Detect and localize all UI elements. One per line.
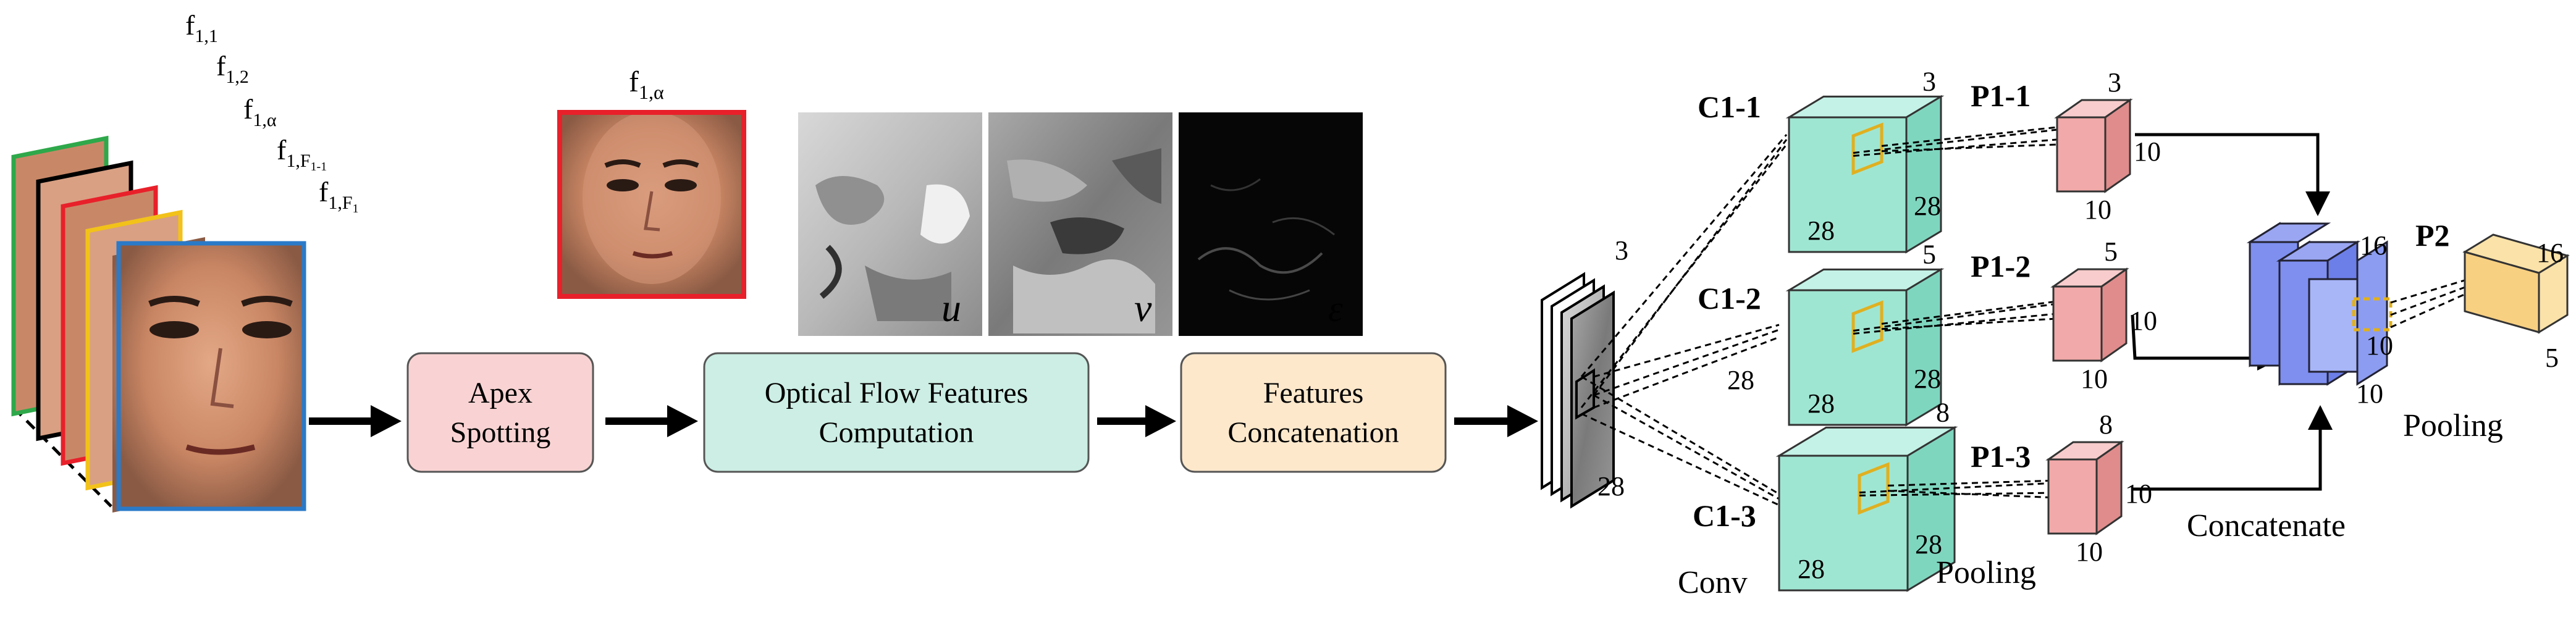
apex-frame: f1,α [557, 65, 746, 299]
frame-stack: f1,1 f1,2 f1,αf1,F1-1f1,F1 [11, 9, 359, 513]
conv-name-3: C1-3 [1693, 498, 1756, 533]
flow-epsilon-symbol: ε [1328, 288, 1343, 329]
conv-w-2: 28 [1914, 364, 1941, 394]
conv-to-pool-lines-1 [1853, 126, 2058, 157]
cnn-input-depth: 3 [1615, 235, 1628, 266]
pipeline: Apex Spotting Optical Flow Features Comp… [309, 352, 1538, 473]
concatenation-box: Features Concatenation [1180, 352, 1447, 473]
cnn-input-size: 28 [1597, 471, 1625, 501]
conv-block-c1-2: C1-2 5 28 28 28 [1698, 239, 2058, 427]
p2-w: 5 [2545, 343, 2559, 373]
stack-dash [12, 406, 112, 508]
p2-block: P2 16 5 [2415, 218, 2570, 373]
concatenate-label: Concatenate [2187, 508, 2346, 543]
conv-to-pool-lines-2 [1853, 300, 2058, 335]
pool-block-p1-3: P1-3 8 10 10 [1971, 409, 2152, 567]
flow-v-image: v [988, 112, 1172, 336]
pool-h-1: 10 [2084, 195, 2111, 225]
apex-spotting-line1: Apex [468, 377, 532, 409]
flow-u-image: u [798, 112, 982, 336]
frame-label-3: f1,α [243, 93, 277, 130]
concat-line1: Features [1263, 377, 1364, 409]
frame-5 [112, 237, 306, 513]
conv-name-2: C1-2 [1698, 281, 1761, 316]
optical-flow-line1: Optical Flow Features [765, 377, 1029, 409]
conv-h-1: 28 [1808, 216, 1835, 246]
frame-label-1: f1,1 [185, 9, 218, 46]
concat-block: 16 10 10 [2246, 222, 2393, 409]
optical-flow-line2: Computation [819, 416, 974, 449]
conv-to-pool-lines-3 [1859, 479, 2058, 499]
conv-left-2: 28 [1727, 365, 1754, 395]
frame-label-5: f1,F1 [319, 176, 359, 216]
conv-depth-1: 3 [1922, 66, 1936, 96]
pool-h-3: 10 [2076, 537, 2103, 567]
cnn-input-stack: 3 28 [1541, 235, 1628, 509]
concat-block-depth: 16 [2360, 230, 2387, 261]
conv-w-3: 28 [1915, 529, 1942, 559]
conv-h-2: 28 [1808, 388, 1835, 419]
concat-block-h: 10 [2356, 379, 2383, 409]
pool-to-concat-arrows [2131, 133, 2333, 491]
flow-u-symbol: u [941, 286, 961, 330]
concat-block-w: 10 [2366, 330, 2393, 361]
pool-depth-2: 5 [2104, 237, 2118, 267]
pool-depth-3: 8 [2099, 409, 2113, 440]
concat-line2: Concatenation [1227, 416, 1399, 449]
arrow-flow-to-concat [1097, 405, 1176, 437]
pool-name-1: P1-1 [1971, 78, 2031, 113]
pool-h-2: 10 [2081, 364, 2108, 394]
apex-frame-label: f1,α [629, 65, 664, 103]
pool-block-p1-1: P1-1 3 10 10 [1971, 67, 2161, 225]
flow-v-symbol: v [1134, 286, 1152, 330]
p2-depth: 16 [2536, 238, 2564, 268]
pool-name-2: P1-2 [1971, 249, 2031, 283]
input-to-conv-lines [1580, 134, 1788, 506]
arrow-concat-to-cnn [1454, 405, 1538, 437]
pooling1-label: Pooling [1936, 555, 2036, 590]
apex-frame-border [557, 110, 746, 299]
conv-h-3: 28 [1798, 554, 1825, 584]
pool-w-1: 10 [2134, 136, 2161, 167]
optical-flow-box: Optical Flow Features Computation [703, 352, 1090, 473]
pool-name-3: P1-3 [1971, 439, 2031, 474]
optical-flow-images: u v ε [798, 112, 1363, 336]
p2-label: P2 [2415, 218, 2450, 253]
apex-spotting-box: Apex Spotting [406, 352, 594, 473]
arrow-apex-to-flow [605, 405, 698, 437]
pool-w-3: 10 [2125, 479, 2152, 509]
pool-depth-1: 3 [2108, 67, 2121, 98]
conv-depth-2: 5 [1922, 239, 1936, 269]
pooling2-label: Pooling [2403, 408, 2503, 443]
conv-block-c1-1: C1-1 3 28 28 [1698, 66, 2058, 254]
conv-block-c1-3: C1-3 8 28 28 [1693, 397, 2058, 592]
arrow-frames-to-apex [309, 405, 402, 437]
frame-label-4: f1,F1-1 [277, 134, 327, 174]
flow-epsilon-image: ε [1179, 112, 1363, 336]
apex-spotting-line2: Spotting [450, 416, 551, 449]
conv-label: Conv [1678, 565, 1748, 600]
frame-label-2: f1,2 [216, 50, 249, 87]
conv-w-1: 28 [1914, 191, 1941, 221]
conv-name-1: C1-1 [1698, 90, 1761, 124]
conv-depth-3: 8 [1936, 397, 1950, 427]
